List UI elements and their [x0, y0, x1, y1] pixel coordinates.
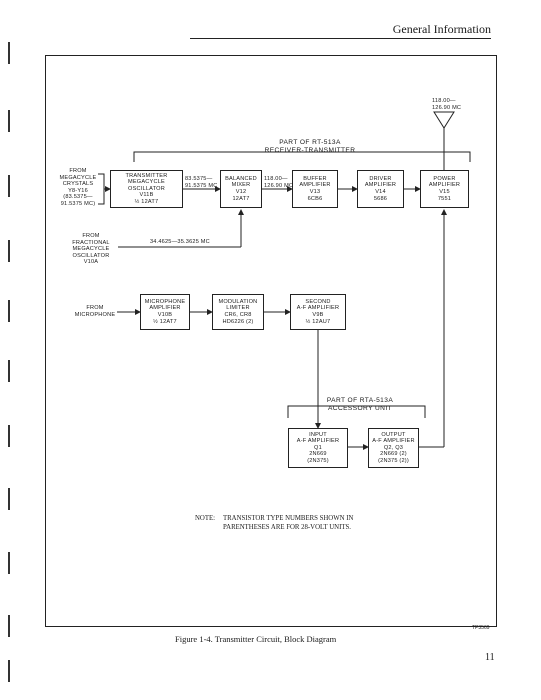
label-antenna-frequency: 118.00— 126.90 MC — [432, 98, 462, 111]
binding-mark — [8, 300, 10, 322]
figure-caption: Figure 1-4. Transmitter Circuit, Block D… — [175, 634, 337, 644]
block-label: BUFFER AMPLIFIER V13 6CB6 — [299, 175, 331, 202]
block-label: POWER AMPLIFIER V15 7551 — [428, 175, 461, 202]
page-number: 11 — [485, 652, 495, 663]
block-buffer-amplifier: BUFFER AMPLIFIER V13 6CB6 — [292, 170, 338, 208]
binding-mark — [8, 660, 10, 682]
binding-mark — [8, 552, 10, 574]
binding-mark — [8, 615, 10, 637]
block-input-af-amplifier: INPUT A-F AMPLIFIER Q1 2N669 (2N375) — [288, 428, 348, 468]
block-diagram-frame — [45, 55, 497, 627]
block-driver-amplifier: DRIVER AMPLIFIER V14 5686 — [357, 170, 404, 208]
figure-reference-number: TP3569 — [472, 625, 490, 631]
binding-mark — [8, 110, 10, 132]
block-label: INPUT A-F AMPLIFIER Q1 2N669 (2N375) — [296, 431, 340, 464]
binding-mark — [8, 425, 10, 447]
label-osc-output-frequency: 83.5375— 91.5375 MC — [185, 176, 218, 189]
binding-mark — [8, 240, 10, 262]
header-title: General Information — [392, 22, 491, 36]
block-transmitter-oscillator: TRANSMITTER MEGACYCLE OSCILLATOR V11B ½ … — [110, 170, 183, 208]
block-second-af-amplifier: SECOND A-F AMPLIFIER V9B ½ 12AU7 — [290, 294, 346, 330]
block-output-af-amplifier: OUTPUT A-F AMPLIFIER Q2, Q3 2N669 (2) (2… — [368, 428, 419, 468]
binding-mark — [8, 360, 10, 382]
group-label-accessory-unit: PART OF RTA-513A ACCESSORY UNIT — [326, 397, 394, 412]
block-microphone-amplifier: MICROPHONE AMPLIFIER V10B ½ 12AT7 — [140, 294, 190, 330]
block-modulation-limiter: MODULATION LIMITER CR6, CR8 HD6226 (2) — [212, 294, 264, 330]
note-tag: NOTE: — [195, 515, 216, 522]
page-header: General Information — [0, 0, 541, 40]
label-from-crystals: FROM MEGACYCLE CRYSTALS Y8-Y16 (83.5375—… — [59, 168, 97, 207]
block-label: MICROPHONE AMPLIFIER V10B ½ 12AT7 — [144, 298, 186, 325]
block-label: SECOND A-F AMPLIFIER V9B ½ 12AU7 — [296, 298, 340, 325]
binding-mark — [8, 175, 10, 197]
note-text: TRANSISTOR TYPE NUMBERS SHOWN IN PARENTH… — [223, 515, 354, 531]
block-label: TRANSMITTER MEGACYCLE OSCILLATOR V11B ½ … — [125, 172, 168, 205]
block-label: BALANCED MIXER V12 12AT7 — [225, 175, 257, 202]
label-mixer-output-frequency: 118.00— 126.90 MC — [264, 176, 294, 189]
binding-mark — [8, 488, 10, 510]
label-fractional-frequency: 34.4625—35.3625 MC — [150, 239, 210, 245]
block-balanced-mixer: BALANCED MIXER V12 12AT7 — [220, 170, 262, 208]
block-label: OUTPUT A-F AMPLIFIER Q2, Q3 2N669 (2) (2… — [372, 431, 415, 464]
block-power-amplifier: POWER AMPLIFIER V15 7551 — [420, 170, 469, 208]
label-from-microphone: FROM MICROPHONE — [74, 305, 116, 318]
block-label: MODULATION LIMITER CR6, CR8 HD6226 (2) — [218, 298, 258, 325]
block-label: DRIVER AMPLIFIER V14 5686 — [364, 175, 397, 202]
header-rule — [190, 38, 491, 39]
binding-mark — [8, 42, 10, 64]
group-label-receiver-transmitter: PART OF RT-513A RECEIVER-TRANSMITTER — [264, 139, 356, 154]
label-from-fractional-oscillator: FROM FRACTIONAL MEGACYCLE OSCILLATOR V10… — [72, 233, 110, 266]
